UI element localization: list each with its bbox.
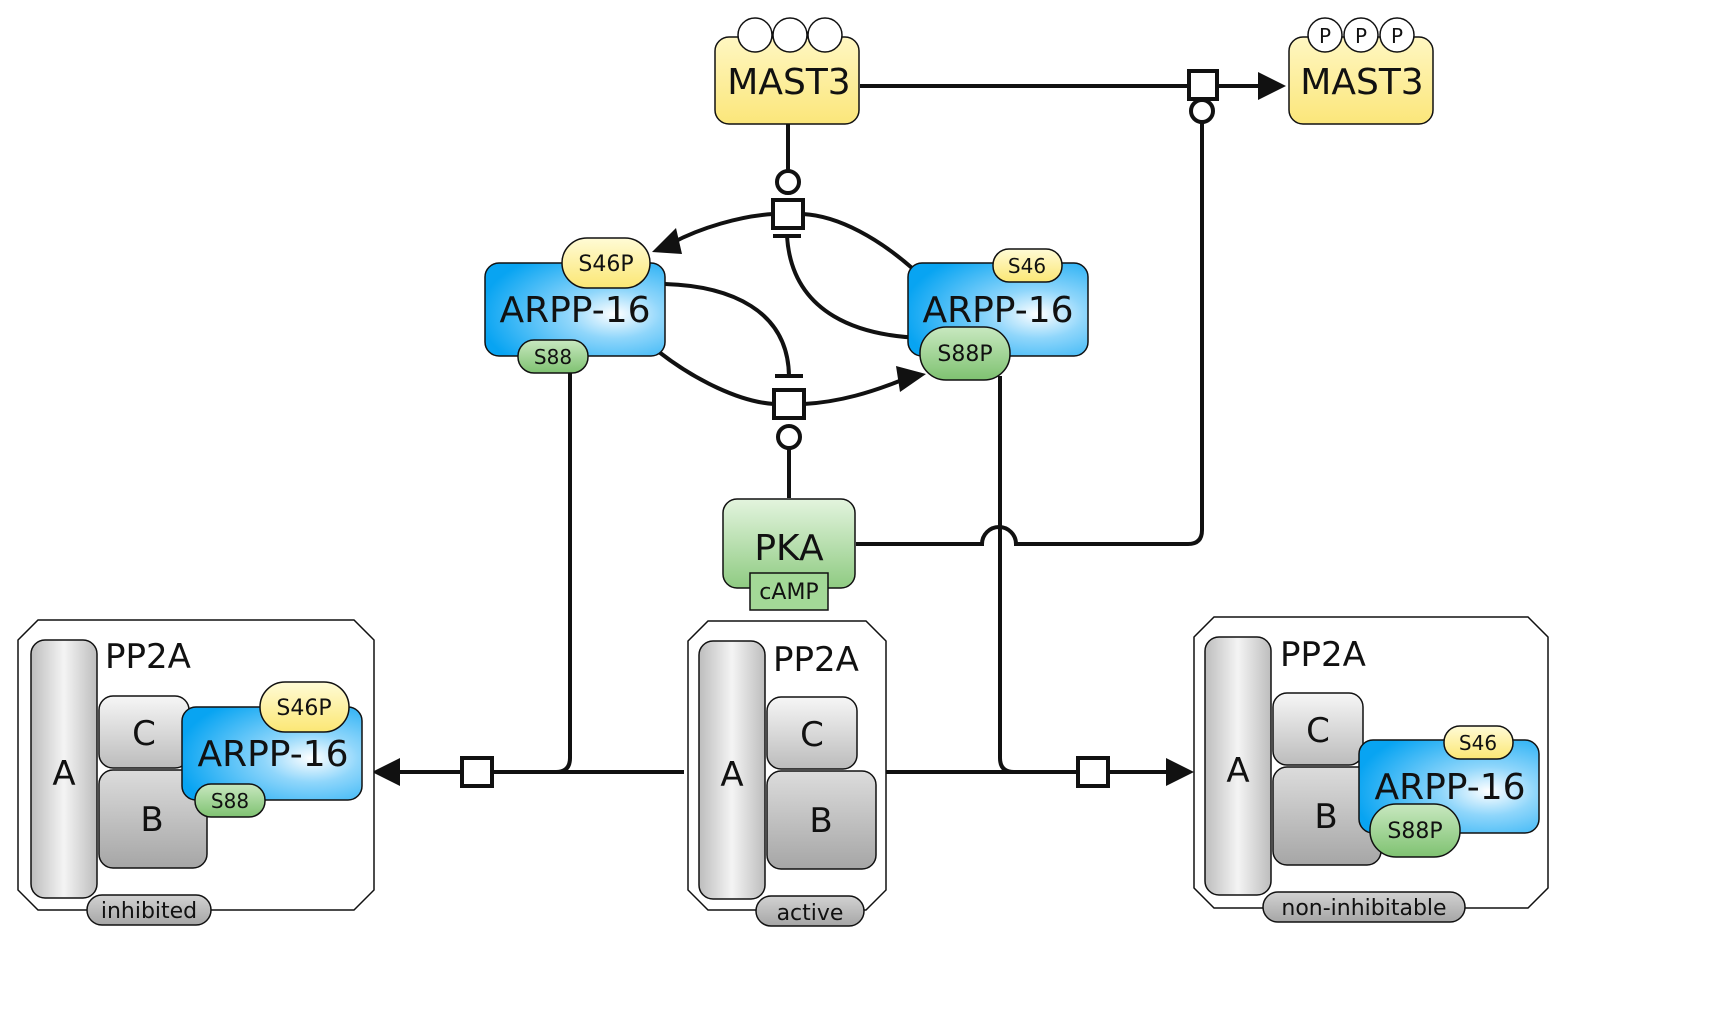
edge-arpp-inhibition-top [785, 235, 923, 340]
arpp16-left-bottom-site [517, 339, 589, 374]
complex-active-a-label: A [720, 755, 743, 795]
pp2a-complex-active: PP2A A C B active [687, 620, 887, 927]
complex-inhibited-state-label: inhibited [101, 899, 197, 924]
complex-active-subunit-a [698, 640, 766, 900]
arpp16-left-bottom-site-label: S88 [534, 345, 572, 369]
pka-label: PKA [754, 528, 824, 569]
complex-active-b-label: B [809, 801, 832, 841]
complex-inhibited-arpp-label: ARPP-16 [197, 734, 348, 775]
arrowhead-noninhibitable [1166, 758, 1194, 786]
arpp16-left-top-site-label: S46P [578, 252, 633, 277]
edges [400, 84, 1258, 774]
edge-arpp-to-inhibited [492, 370, 572, 774]
mast3-site-3 [807, 17, 843, 53]
catalysis-circle-pka-mast3 [1189, 98, 1215, 124]
complex-active-subunit-c [766, 696, 858, 770]
mast3-site-2 [772, 17, 808, 53]
catalysis-circle-mast3-top [775, 169, 801, 195]
catalysis-circle-pka [776, 424, 802, 450]
arpp16-left-label: ARPP-16 [499, 290, 650, 331]
complex-inhibited-arpp-bottom-site-label: S88 [211, 789, 249, 813]
complex-active-state-badge [755, 895, 865, 927]
complex-noninhibitable-subunit-a [1204, 636, 1272, 896]
complex-noninhibitable-b-label: B [1314, 797, 1337, 837]
complex-noninhibitable-arpp-label: ARPP-16 [1374, 767, 1525, 808]
complex-noninhibitable-state-label: non-inhibitable [1281, 896, 1446, 921]
edge-arpp-to-noninhibitable [998, 376, 1077, 774]
complex-noninhibitable-a-label: A [1226, 751, 1249, 791]
arpp16-s88p: S46 ARPP-16 S88P [907, 248, 1089, 381]
arrowhead-arpp-left [652, 228, 682, 254]
mast3-unphosphorylated: MAST3 [714, 17, 860, 125]
edge-arpp-s46-production [671, 212, 774, 245]
complex-noninhibitable-state-badge [1262, 891, 1466, 923]
edge-arpp-s46-consumption [802, 212, 914, 270]
arpp16-right-label: ARPP-16 [922, 290, 1073, 331]
complex-noninhibitable-arpp-top-site-label: S46 [1459, 731, 1497, 755]
edge-arpp-s88-consumption [657, 350, 775, 406]
process-node-inhibited [460, 756, 494, 788]
arpp16-right-top-site-label: S46 [1008, 254, 1046, 278]
process-node-noninhibitable [1076, 756, 1110, 788]
complex-inhibited-arpp-top-site-label: S46P [276, 696, 331, 721]
process-node-mast3 [1187, 69, 1219, 101]
edge-pka-catalysis-mast3 [856, 123, 1204, 546]
mast3-phosphorylated: P P P MAST3 [1288, 17, 1434, 125]
pp2a-complex-noninhibitable: PP2A A C B ARPP-16 S46 S88P non-inhibita… [1193, 616, 1549, 923]
complex-inhibited-c-label: C [132, 714, 156, 754]
arpp16-right-bottom-site-label: S88P [937, 342, 992, 367]
complex-inhibited-subunit-a [30, 639, 98, 899]
pp2a-complex-inhibited: PP2A A C B ARPP-16 S46P S88 inhibited [17, 619, 375, 926]
mast3-p-site-3 [1379, 17, 1415, 53]
arpp16-left-top-site [561, 237, 651, 289]
mast3-label: MAST3 [727, 62, 850, 103]
process-node-top [771, 198, 805, 230]
arpp16-right-bottom-site [919, 326, 1011, 381]
edge-arpp-inhibition-bottom [664, 282, 791, 377]
complex-inhibited-title: PP2A [105, 637, 191, 677]
process-nodes [460, 69, 1219, 788]
complex-noninhibitable-c-label: C [1306, 711, 1330, 751]
complex-active-subunit-b [766, 770, 877, 870]
pka-cofactor [749, 572, 829, 611]
complex-noninhibitable-subunit-c [1272, 692, 1364, 766]
complex-inhibited-state-badge [86, 894, 212, 926]
complex-inhibited-subunit-b [98, 769, 208, 869]
complex-inhibited-b-label: B [140, 800, 163, 840]
mast3-p-site-1-label: P [1319, 24, 1331, 48]
complex-noninhibitable-arpp-bottom-site-label: S88P [1387, 819, 1442, 844]
complex-noninhibitable-arpp-bottom-site [1369, 803, 1461, 858]
mast3-p-site-3-label: P [1391, 24, 1403, 48]
arrowhead-arpp-right [896, 366, 926, 392]
complex-inhibited-arpp-top-site [259, 681, 350, 733]
arrowhead-inhibited [372, 758, 400, 786]
complex-active-state-label: active [777, 901, 844, 926]
process-node-bottom [772, 388, 806, 420]
arpp16-s46p: S46P ARPP-16 S88 [484, 237, 666, 374]
pka-node: PKA cAMP [722, 498, 856, 611]
complex-inhibited-a-label: A [52, 754, 75, 794]
complex-active-title: PP2A [773, 640, 859, 680]
mast3-p-site-1 [1307, 17, 1343, 53]
mast3-p-site-2-label: P [1355, 24, 1367, 48]
complex-inhibited-arpp-bottom-site [194, 783, 266, 818]
pka-cofactor-label: cAMP [759, 580, 818, 605]
complex-noninhibitable-arpp-top-site [1443, 725, 1514, 760]
complex-noninhibitable-title: PP2A [1280, 635, 1366, 675]
arrowhead-mast3 [1258, 72, 1286, 100]
mast3-p-site-2 [1343, 17, 1379, 53]
mast3-site-1 [737, 17, 773, 53]
edge-arpp-s88-production [803, 378, 903, 406]
arpp16-right-top-site [992, 248, 1063, 283]
complex-active-c-label: C [800, 715, 824, 755]
mast3-p-label: MAST3 [1300, 62, 1423, 103]
arrowheads [372, 72, 1286, 786]
